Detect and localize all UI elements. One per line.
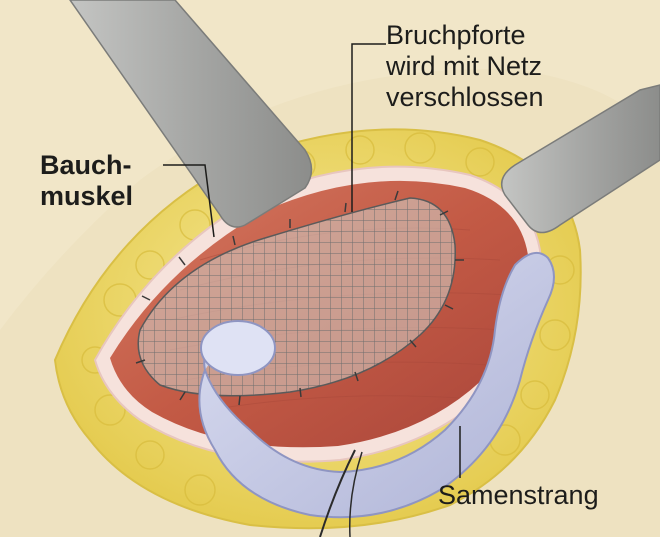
mesh-sutures bbox=[135, 190, 464, 406]
right-retractor bbox=[500, 84, 660, 234]
left-retractor bbox=[69, 0, 313, 228]
leader-hernia bbox=[351, 43, 386, 212]
spermatic-cord bbox=[198, 251, 555, 519]
label-spermatic-cord: Samenstrang bbox=[438, 480, 599, 510]
label-muscle-line1: Bauch- bbox=[40, 150, 132, 180]
leader-lines bbox=[163, 43, 461, 478]
label-muscle-line2: muskel bbox=[40, 181, 134, 211]
label-hernia-line1: Bruchpforte bbox=[386, 20, 526, 50]
label-hernia-line3: verschlossen bbox=[386, 82, 544, 112]
label-hernia-closed-with-mesh: Bruchpforte wird mit Netz verschlossen bbox=[386, 20, 544, 113]
label-hernia-line2: wird mit Netz bbox=[386, 51, 543, 81]
label-abdominal-muscle: Bauch- muskel bbox=[40, 150, 133, 212]
leader-muscle bbox=[163, 164, 215, 238]
suture-thread-2 bbox=[349, 451, 363, 537]
cord-end bbox=[200, 320, 276, 376]
suture-thread bbox=[319, 449, 356, 537]
